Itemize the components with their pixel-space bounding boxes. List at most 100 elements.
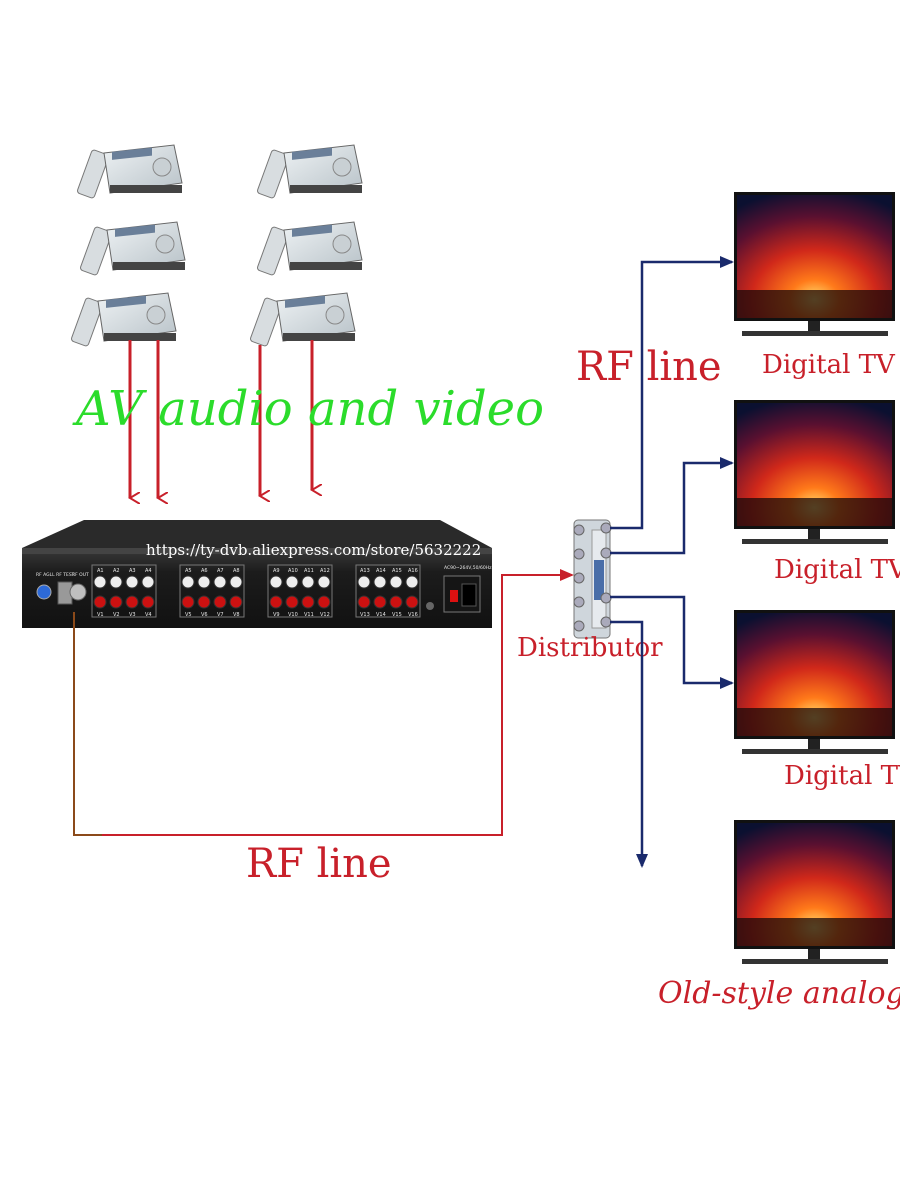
audio-port[interactable]: [229, 595, 243, 609]
audio-port[interactable]: [301, 595, 315, 609]
output-line-2: [610, 457, 734, 555]
audio-port[interactable]: [181, 595, 195, 609]
port-label: V1: [97, 612, 104, 618]
audio-port[interactable]: [357, 595, 371, 609]
power-label: AC90~264V,50/60Hz: [444, 565, 492, 571]
rf-out-port[interactable]: [69, 583, 87, 601]
video-port[interactable]: [357, 575, 371, 589]
video-port[interactable]: [285, 575, 299, 589]
set-top-box-2: [257, 144, 363, 199]
distributor-label: Distributor: [517, 633, 663, 663]
av-port-group-1: A1 A2 A3 A4 V1 V2 V3 V4: [91, 564, 157, 618]
audio-port[interactable]: [285, 595, 299, 609]
store-url-label: https://ty-dvb.aliexpress.com/store/5632…: [146, 541, 481, 559]
port-label: V15: [392, 612, 402, 618]
port-label: V9: [273, 612, 280, 618]
audio-port[interactable]: [373, 595, 387, 609]
tv-1-label: Digital TV: [762, 350, 896, 380]
set-top-box-1: [77, 144, 183, 199]
tv-4-label: Old-style analog TV: [658, 976, 900, 1011]
port-label: A2: [113, 568, 120, 574]
port-label: A4: [145, 568, 152, 574]
video-port[interactable]: [141, 575, 155, 589]
set-top-box-5: [71, 292, 177, 347]
power-switch[interactable]: [450, 590, 458, 602]
port-label: A5: [185, 568, 192, 574]
audio-port[interactable]: [93, 595, 107, 609]
port-label: V2: [113, 612, 120, 618]
tv-3-label: Digital TV: [784, 761, 900, 791]
output-lines: [610, 256, 734, 868]
distributor-device: [573, 519, 612, 639]
port-label: V6: [201, 612, 208, 618]
av-port-group-2: A5 A6 A7 A8 V5 V6 V7 V8: [179, 564, 245, 618]
port-label: V10: [288, 612, 298, 618]
set-top-box-4: [257, 221, 363, 276]
av-audio-video-label: AV audio and video: [72, 381, 544, 437]
port-label: V12: [320, 612, 330, 618]
video-port[interactable]: [373, 575, 387, 589]
audio-port[interactable]: [109, 595, 123, 609]
video-port[interactable]: [93, 575, 107, 589]
rf-line-bottom: [73, 569, 574, 836]
tv-4: [734, 820, 895, 964]
video-port[interactable]: [301, 575, 315, 589]
video-port[interactable]: [125, 575, 139, 589]
video-port[interactable]: [269, 575, 283, 589]
video-port[interactable]: [229, 575, 243, 589]
output-line-1: [610, 256, 734, 530]
video-port[interactable]: [405, 575, 419, 589]
audio-port[interactable]: [317, 595, 331, 609]
rf-in-port-label: RF AGLL RF TEST: [36, 572, 75, 578]
port-label: V5: [185, 612, 192, 618]
port-label: A7: [217, 568, 224, 574]
port-label: V7: [217, 612, 224, 618]
audio-port[interactable]: [389, 595, 403, 609]
port-label: A6: [201, 568, 208, 574]
port-label: A1: [97, 568, 104, 574]
video-port[interactable]: [109, 575, 123, 589]
modulator-device: https://ty-dvb.aliexpress.com/store/5632…: [22, 520, 492, 628]
port-label: A11: [304, 568, 314, 574]
output-line-4: [610, 620, 648, 868]
audio-port[interactable]: [141, 595, 155, 609]
tv-2-label: Digital TV: [774, 555, 900, 585]
distributor-port[interactable]: [600, 616, 612, 628]
rf-line-top-label: RF line: [576, 344, 722, 390]
set-top-box-group: [71, 144, 363, 347]
distributor-port[interactable]: [573, 524, 585, 536]
distributor-port[interactable]: [573, 548, 585, 560]
audio-port[interactable]: [405, 595, 419, 609]
distributor-port[interactable]: [600, 592, 612, 604]
distributor-port[interactable]: [573, 572, 585, 584]
distributor-port[interactable]: [600, 547, 612, 559]
set-top-box-6: [250, 292, 356, 347]
video-port[interactable]: [389, 575, 403, 589]
port-label: A12: [320, 568, 330, 574]
video-port[interactable]: [317, 575, 331, 589]
rf-in-port[interactable]: [36, 584, 52, 600]
output-line-3: [610, 595, 734, 689]
port-label: V8: [233, 612, 240, 618]
tv-1: [734, 192, 895, 336]
audio-port[interactable]: [197, 595, 211, 609]
video-port[interactable]: [181, 575, 195, 589]
port-label: A14: [376, 568, 386, 574]
tv-3: [734, 610, 895, 754]
video-port[interactable]: [197, 575, 211, 589]
audio-port[interactable]: [213, 595, 227, 609]
audio-port[interactable]: [269, 595, 283, 609]
audio-port[interactable]: [125, 595, 139, 609]
port-label: A15: [392, 568, 402, 574]
video-port[interactable]: [213, 575, 227, 589]
port-label: V13: [360, 612, 370, 618]
port-label: V16: [408, 612, 418, 618]
set-top-box-3: [80, 221, 186, 276]
distributor-port[interactable]: [573, 596, 585, 608]
port-label: A16: [408, 568, 418, 574]
distributor-port[interactable]: [600, 522, 612, 534]
distributor-port[interactable]: [573, 620, 585, 632]
port-label: V4: [145, 612, 152, 618]
rf-line-bottom-label: RF line: [246, 841, 392, 887]
